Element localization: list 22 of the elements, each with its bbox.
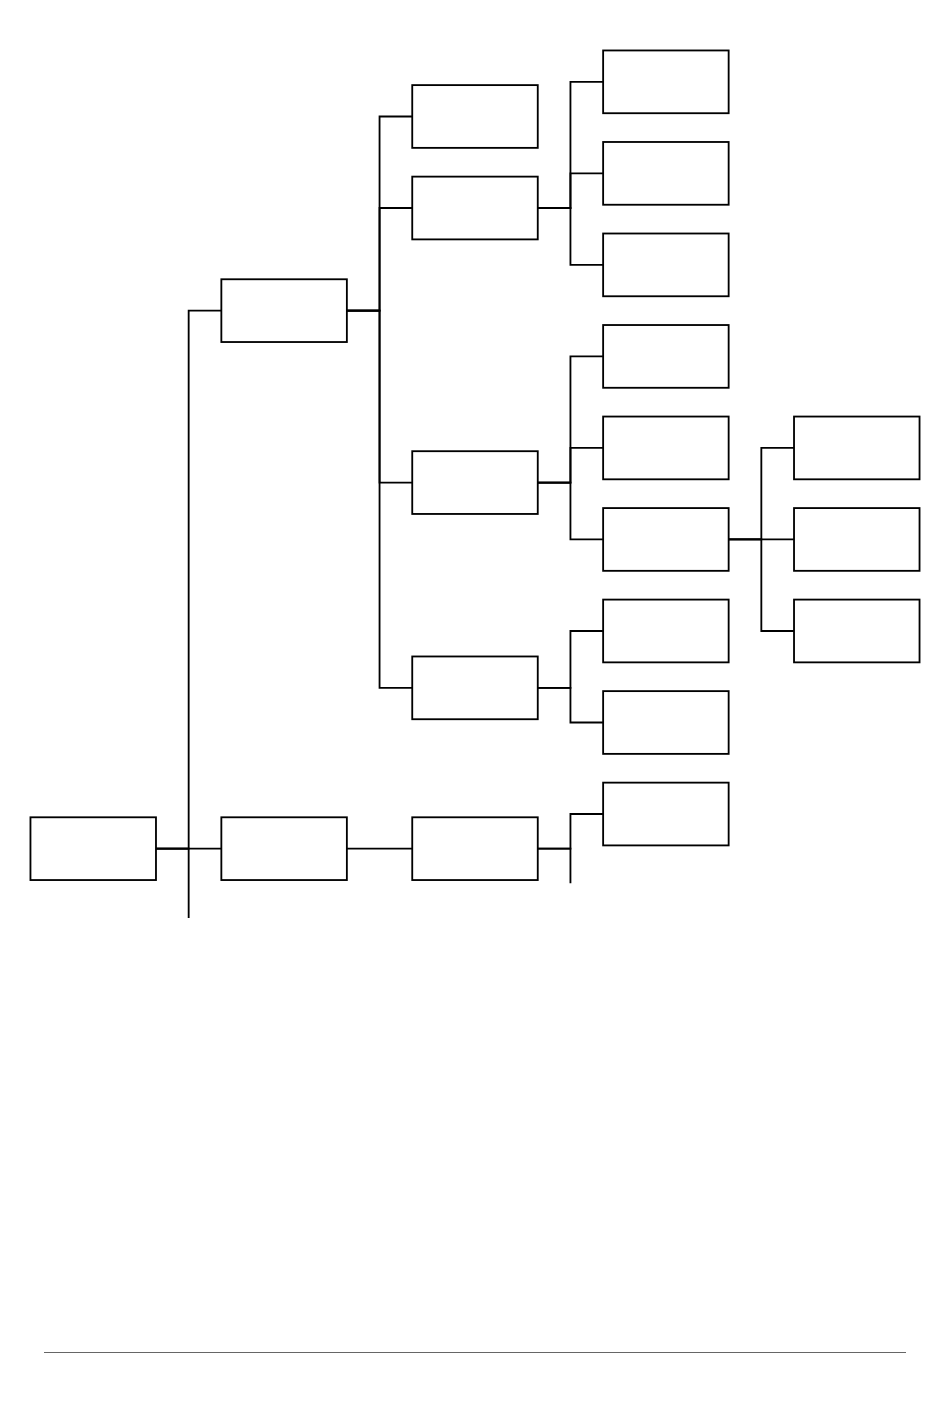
node-box (411, 655, 539, 721)
node-box (602, 415, 730, 481)
node-box (411, 450, 539, 515)
node-box (602, 49, 730, 115)
node-box (411, 175, 539, 241)
node-box (602, 507, 730, 572)
node-box (602, 690, 730, 755)
node-box (411, 84, 539, 149)
node-box (602, 324, 730, 389)
connector (536, 207, 605, 266)
node-box (602, 232, 730, 298)
node-box (220, 278, 348, 343)
node-box (602, 141, 730, 206)
node-box (793, 598, 921, 664)
node-box (793, 415, 921, 481)
node-box (602, 598, 730, 664)
node-box (793, 507, 921, 572)
node-box (220, 816, 348, 881)
node-box (411, 816, 539, 881)
node-box (602, 781, 730, 847)
node-box (29, 816, 157, 881)
connector (155, 847, 190, 919)
